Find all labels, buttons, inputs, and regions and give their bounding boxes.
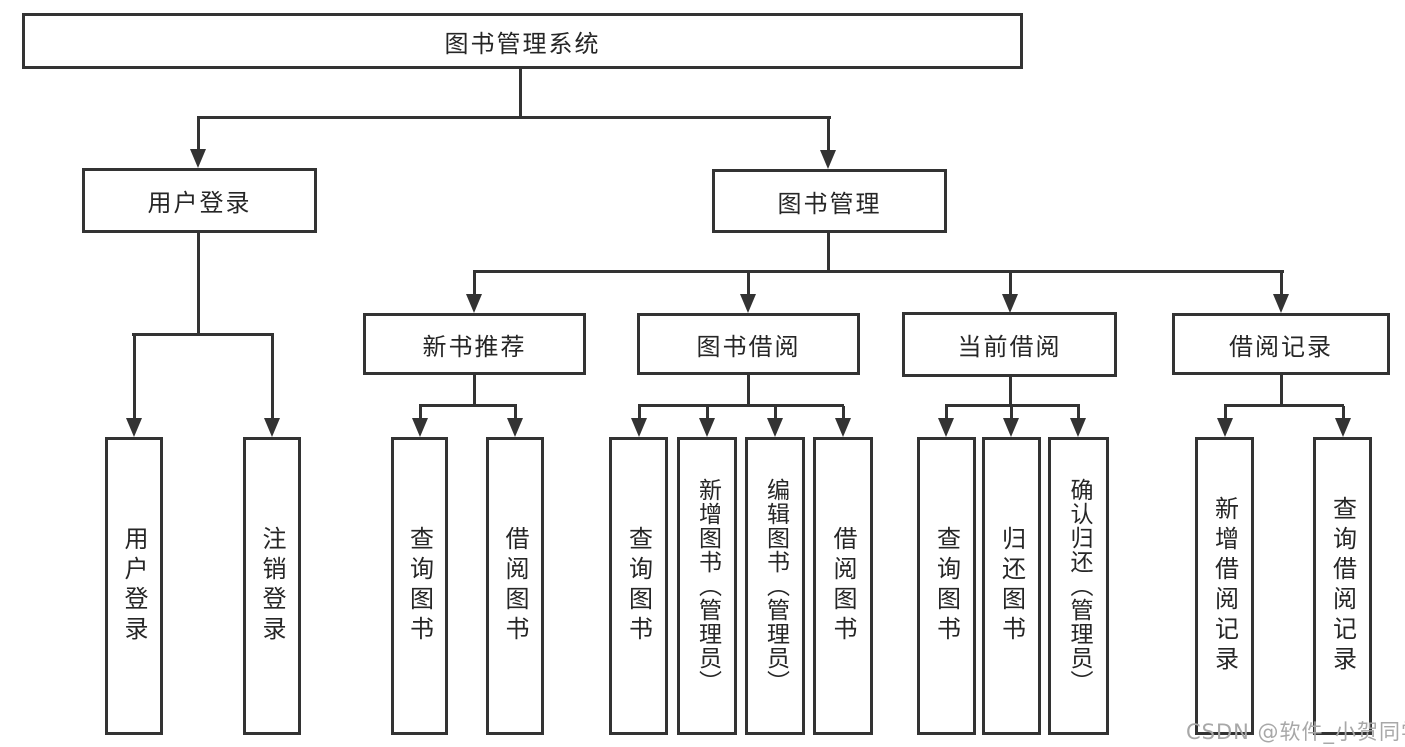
connector-newrec-stub bbox=[473, 374, 476, 406]
connector-to-user-login bbox=[197, 118, 200, 151]
connector-newrec-rail bbox=[419, 404, 517, 407]
arrow-down-icon bbox=[699, 418, 715, 437]
arrow-down-icon bbox=[1002, 294, 1018, 313]
csdn-watermark: CSDN @软件_小贺同学 bbox=[1186, 720, 1405, 744]
connector-to-leaf-logout bbox=[271, 335, 274, 419]
leaf-label: 新增图书（管理员） bbox=[694, 478, 721, 694]
connector-user-login-rail bbox=[132, 333, 274, 336]
arrow-down-icon bbox=[264, 418, 280, 437]
leaf-logout-login: 注销登录 bbox=[243, 437, 301, 735]
leaf-label: 新增借阅记录 bbox=[1210, 496, 1239, 676]
leaf-label: 用户登录 bbox=[120, 526, 148, 646]
arrow-down-icon bbox=[1273, 294, 1289, 313]
leaf-label: 确认归还（管理员） bbox=[1066, 478, 1092, 694]
leaf-user-login: 用户登录 bbox=[105, 437, 163, 735]
connector-leaf bbox=[514, 406, 517, 420]
connector-leaf bbox=[1342, 406, 1345, 420]
connector-borrowing-stub bbox=[747, 374, 750, 406]
connector-to-leaf-user-login bbox=[133, 335, 136, 419]
arrow-down-icon bbox=[767, 418, 783, 437]
node-book-borrowing: 图书借阅 bbox=[637, 313, 860, 375]
arrow-down-icon bbox=[938, 418, 954, 437]
leaf-borrow-books: 借阅图书 bbox=[813, 437, 873, 735]
arrow-down-icon bbox=[1003, 418, 1019, 437]
arrow-down-icon bbox=[835, 418, 851, 437]
leaf-query-books-recommend: 查询图书 bbox=[391, 437, 448, 735]
leaf-label: 查询图书 bbox=[932, 526, 961, 646]
connector-current-rail bbox=[945, 404, 1080, 407]
connector-to-new-book bbox=[473, 272, 476, 296]
connector-leaf bbox=[945, 406, 948, 420]
connector-records-rail bbox=[1224, 404, 1344, 407]
leaf-label: 归还图书 bbox=[997, 526, 1026, 646]
arrow-down-icon bbox=[1217, 418, 1233, 437]
leaf-add-borrow-record: 新增借阅记录 bbox=[1195, 437, 1254, 735]
arrow-down-icon bbox=[126, 418, 142, 437]
leaf-query-books-current: 查询图书 bbox=[917, 437, 976, 735]
node-library-system: 图书管理系统 bbox=[22, 13, 1023, 69]
leaf-label: 查询图书 bbox=[405, 526, 434, 646]
connector-level3-rail bbox=[473, 270, 1284, 273]
leaf-label: 查询借阅记录 bbox=[1328, 496, 1357, 676]
leaf-add-books-admin: 新增图书（管理员） bbox=[677, 437, 737, 735]
node-new-book-recommendation: 新书推荐 bbox=[363, 313, 586, 375]
connector-leaf bbox=[1010, 406, 1013, 420]
leaf-confirm-return-admin: 确认归还（管理员） bbox=[1048, 437, 1109, 735]
node-borrowing-records: 借阅记录 bbox=[1172, 313, 1390, 375]
arrow-down-icon bbox=[631, 418, 647, 437]
connector-leaf bbox=[1077, 406, 1080, 420]
leaf-label: 借阅图书 bbox=[829, 526, 857, 646]
connector-leaf bbox=[842, 406, 845, 420]
arrow-down-icon bbox=[740, 294, 756, 313]
node-user-login: 用户登录 bbox=[82, 168, 317, 233]
leaf-label: 编辑图书（管理员） bbox=[762, 478, 789, 694]
leaf-borrow-books-recommend: 借阅图书 bbox=[486, 437, 544, 735]
connector-to-book-borrowing bbox=[747, 272, 750, 296]
arrow-down-icon bbox=[1335, 418, 1351, 437]
arrow-down-icon bbox=[507, 418, 523, 437]
connector-leaf bbox=[419, 406, 422, 420]
leaf-label: 借阅图书 bbox=[501, 526, 529, 646]
arrow-down-icon bbox=[820, 150, 836, 169]
connector-leaf bbox=[774, 406, 777, 420]
arrow-down-icon bbox=[190, 149, 206, 168]
connector-user-login-stub bbox=[197, 232, 200, 335]
leaf-query-books-borrowing: 查询图书 bbox=[609, 437, 668, 735]
connector-records-stub bbox=[1280, 374, 1283, 406]
connector-to-borrow-records bbox=[1280, 272, 1283, 296]
arrow-down-icon bbox=[466, 294, 482, 313]
node-current-borrowing: 当前借阅 bbox=[902, 312, 1117, 377]
leaf-return-books: 归还图书 bbox=[982, 437, 1041, 735]
arrow-down-icon bbox=[412, 418, 428, 437]
connector-root-stub bbox=[519, 68, 522, 118]
connector-level2-rail bbox=[197, 116, 831, 119]
leaf-query-borrow-record: 查询借阅记录 bbox=[1313, 437, 1372, 735]
connector-leaf bbox=[706, 406, 709, 420]
connector-book-management-stub bbox=[827, 232, 830, 273]
connector-to-book-management bbox=[827, 118, 830, 151]
leaf-label: 注销登录 bbox=[258, 526, 286, 646]
leaf-edit-books-admin: 编辑图书（管理员） bbox=[745, 437, 805, 735]
arrow-down-icon bbox=[1070, 418, 1086, 437]
node-book-management: 图书管理 bbox=[712, 169, 947, 233]
leaf-label: 查询图书 bbox=[624, 526, 653, 646]
connector-to-current-borrowing bbox=[1009, 272, 1012, 296]
connector-borrowing-rail bbox=[638, 404, 844, 407]
connector-leaf bbox=[1224, 406, 1227, 420]
connector-leaf bbox=[638, 406, 641, 420]
connector-current-stub bbox=[1009, 376, 1012, 406]
